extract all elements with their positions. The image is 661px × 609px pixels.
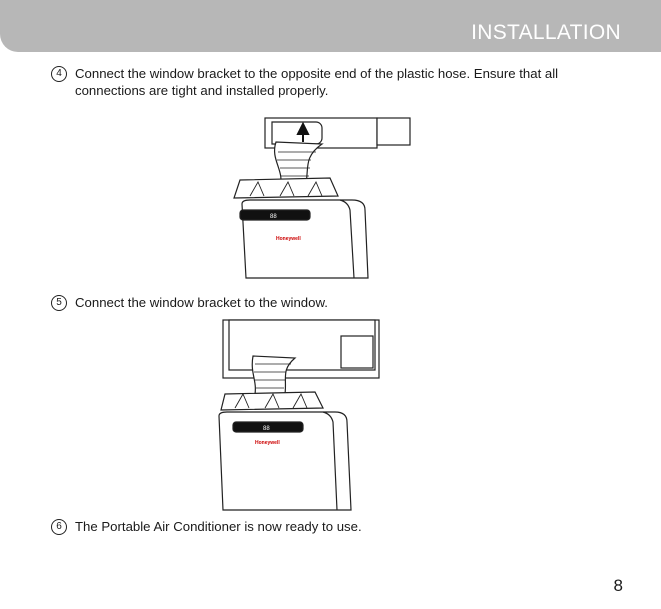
page-number: 8 (613, 576, 623, 595)
header-bar (0, 0, 661, 52)
step-4: 4 Connect the window bracket to the oppo… (51, 65, 575, 99)
section-title: INSTALLATION (471, 21, 621, 44)
step-number: 5 (51, 295, 67, 311)
brand-logo: Honeywell (276, 236, 301, 242)
step-number: 4 (51, 66, 67, 82)
step-6: 6 The Portable Air Conditioner is now re… (51, 518, 575, 535)
step-5: 5 Connect the window bracket to the wind… (51, 294, 575, 311)
illustration-window-bracket: Honeywell 88 (218, 319, 380, 511)
step-text: Connect the window bracket to the window… (75, 295, 328, 310)
illustration-hose-bracket: Honeywell 88 (233, 117, 411, 279)
step-text: The Portable Air Conditioner is now read… (75, 519, 362, 534)
brand-logo: Honeywell (255, 440, 280, 446)
display-readout: 88 (270, 214, 277, 220)
step-text: Connect the window bracket to the opposi… (75, 66, 559, 98)
step-number: 6 (51, 519, 67, 535)
display-readout: 88 (263, 426, 270, 432)
